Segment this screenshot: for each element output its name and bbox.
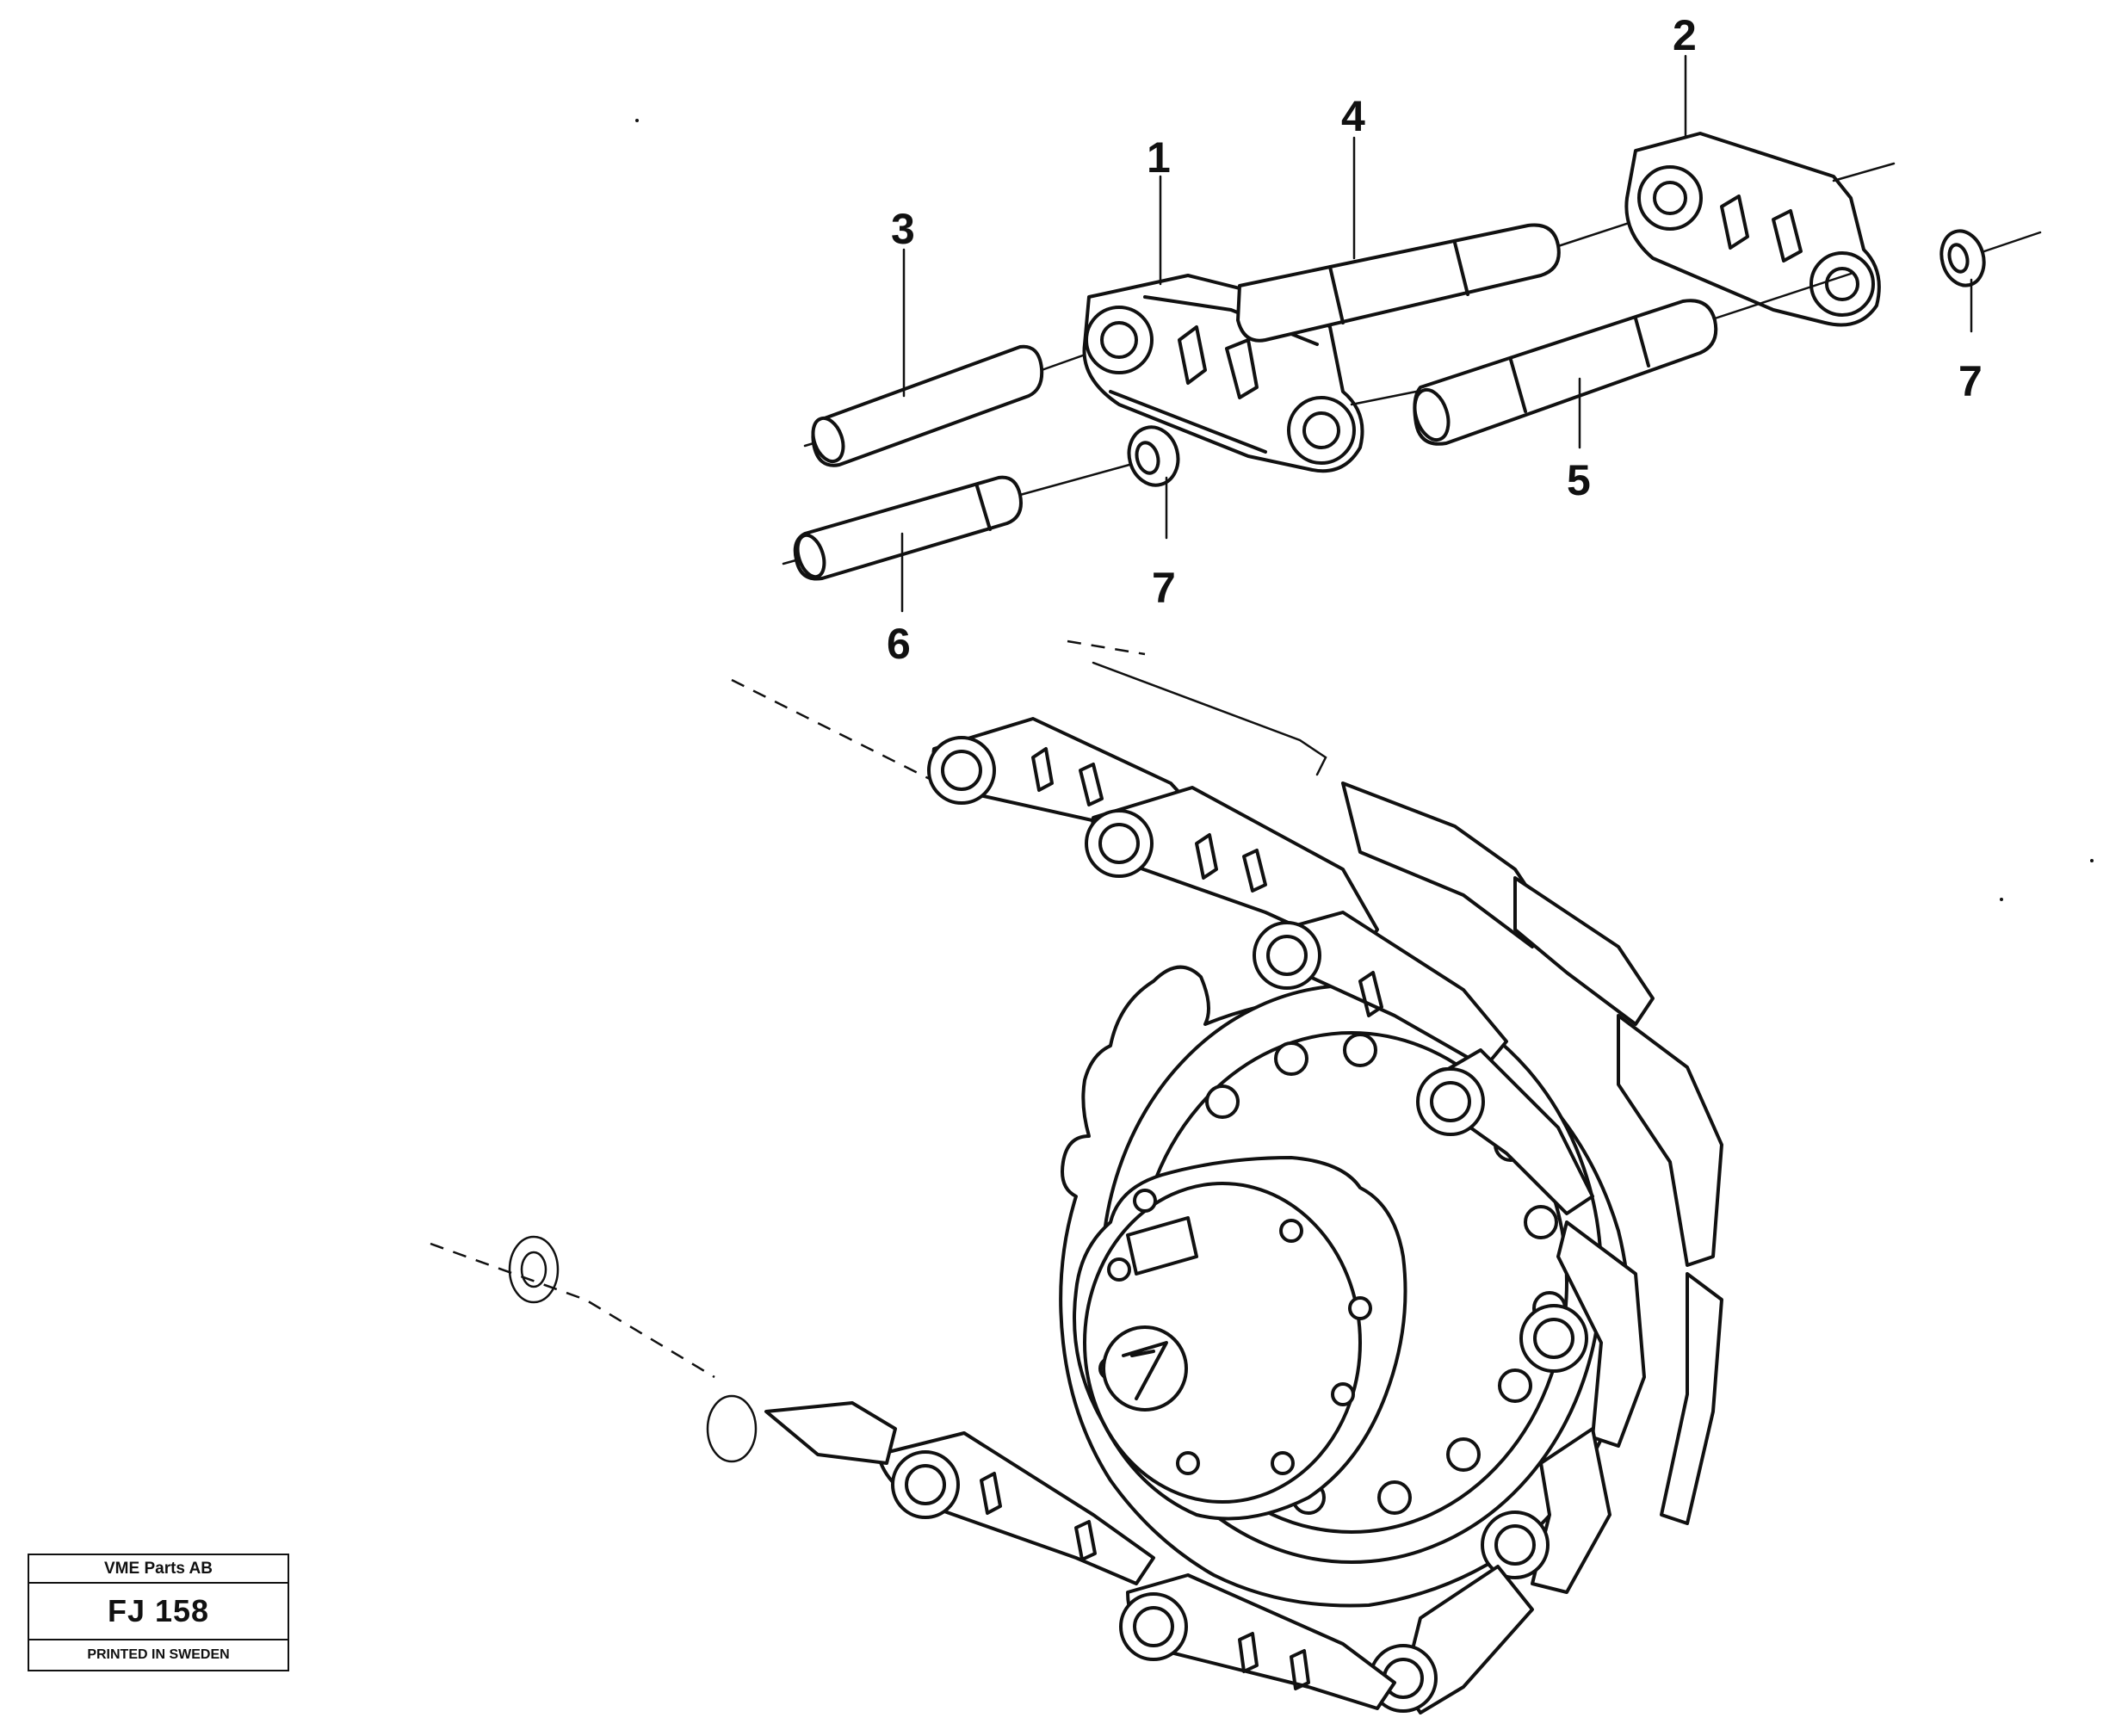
pin-6 xyxy=(782,475,1023,581)
assembled-track-and-sprocket xyxy=(430,639,1723,1714)
pin-3 xyxy=(803,341,1121,467)
callout-6: 6 xyxy=(887,620,911,668)
callout-2: 2 xyxy=(1673,11,1697,59)
callout-3: 3 xyxy=(891,205,915,253)
seal-washer-7-left xyxy=(1018,425,1180,497)
callout-7-left: 7 xyxy=(1152,564,1176,612)
stamp-company: VME Parts AB xyxy=(29,1555,288,1584)
chain-links-upper xyxy=(927,717,1723,1525)
stamp-printed: PRINTED IN SWEDEN xyxy=(87,1647,230,1662)
callout-7-right: 7 xyxy=(1958,357,1983,405)
seal-washer-7-right xyxy=(1939,229,2042,287)
callout-5: 5 xyxy=(1567,456,1591,504)
stamp-code: FJ 158 xyxy=(29,1584,288,1640)
chain-links-bottom xyxy=(764,1401,1396,1710)
chain-links-right xyxy=(1369,1220,1646,1714)
callout-leaders xyxy=(900,54,1973,613)
callout-4: 4 xyxy=(1341,92,1365,140)
track-link-2 xyxy=(1624,132,1896,327)
publisher-stamp: VME Parts AB FJ 158 PRINTED IN SWEDEN xyxy=(28,1554,289,1671)
callout-numbers: 1 2 3 4 5 6 7 7 xyxy=(887,11,1983,668)
bushing-5 xyxy=(1350,272,1853,446)
callout-1: 1 xyxy=(1147,133,1171,182)
